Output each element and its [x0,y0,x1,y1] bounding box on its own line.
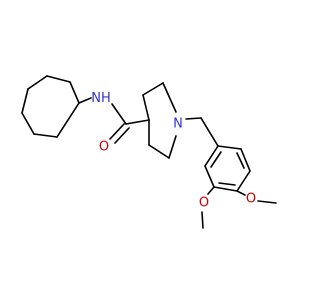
bond-carbonyl-ring [125,119,150,125]
bond [21,88,29,114]
bond-n-ch2 [185,117,202,120]
bond [142,94,150,121]
bond [69,81,80,104]
bond [21,112,35,135]
benzene-ring [204,145,251,192]
bond [148,144,170,159]
bond [213,186,238,192]
bond [218,182,236,186]
bond [46,75,71,83]
bond [168,135,177,159]
methoxy-lower [201,186,215,229]
molecule-structure: NH O N O O [21,75,277,229]
bond [204,165,215,188]
bond [109,123,125,140]
bond [142,82,164,96]
bond [204,145,219,167]
carbonyl-double-bond [109,123,130,144]
bond [217,145,242,150]
bond [207,186,215,195]
methoxy-oxygen-lower-label: O [199,196,209,211]
methoxy-oxygen-upper-label: O [246,192,256,207]
piperidine-ring [142,82,177,159]
bond [162,82,177,113]
bond [236,170,251,192]
bond [236,190,246,196]
bond [240,148,251,172]
bond [33,133,58,138]
bond [114,127,130,144]
bond [257,200,277,204]
bond [27,75,48,90]
cycloheptyl-ring [21,75,80,138]
bond [56,102,80,138]
piperidine-nitrogen-label: N [173,117,183,132]
bond [210,151,222,168]
molecule-drawing: NH O N O O [21,75,277,229]
bond-c-nh [78,97,92,104]
bond-nh-carbonyl [111,103,127,125]
amide-nh-label: NH [91,91,111,106]
bond [236,152,245,169]
bond [201,211,204,229]
methoxy-upper [236,190,277,204]
carbonyl-oxygen-label: O [99,140,109,155]
bond-ch2-aryl [200,117,219,147]
